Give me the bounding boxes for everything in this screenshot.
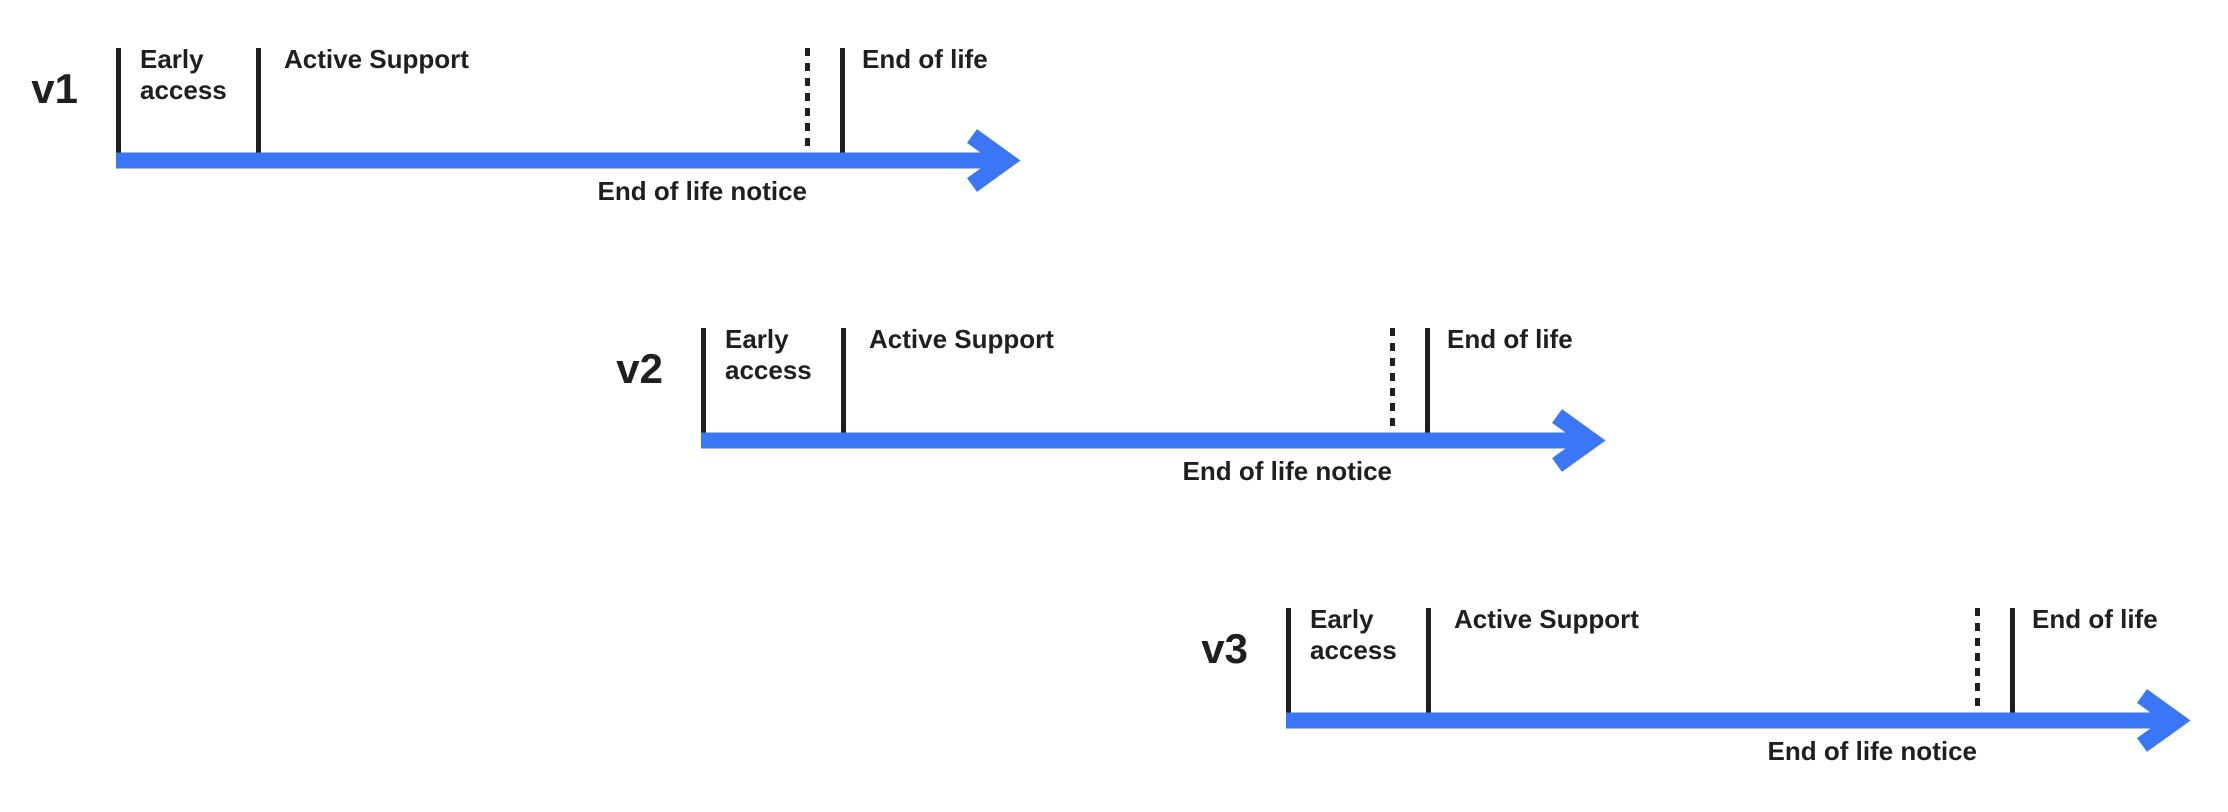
phase-tick-start <box>1286 608 1291 713</box>
phase-tick-eol <box>2010 608 2015 713</box>
early-access-label: Early access <box>140 44 227 105</box>
timeline-row-v3: v3 Early access Active Support End of li… <box>1170 560 2228 805</box>
end-of-life-label: End of life <box>2032 604 2158 634</box>
phase-tick-active-start <box>841 328 846 433</box>
early-access-label: Early access <box>725 324 812 385</box>
eol-notice-dashed-line <box>1975 608 1980 709</box>
phase-tick-active-start <box>1426 608 1431 713</box>
timeline-arrow-right-icon <box>116 129 1021 192</box>
active-support-label: Active Support <box>1454 604 1639 634</box>
phase-tick-start <box>116 48 121 153</box>
phase-tick-active-start <box>256 48 261 153</box>
active-support-label: Active Support <box>284 44 469 74</box>
end-of-life-notice-label: End of life notice <box>597 176 807 206</box>
phase-tick-start <box>701 328 706 433</box>
end-of-life-notice-label: End of life notice <box>1182 456 1392 486</box>
timeline-arrow-right-icon <box>1286 689 2191 752</box>
phase-tick-eol <box>1425 328 1430 433</box>
early-access-label: Early access <box>1310 604 1397 665</box>
phase-tick-eol <box>840 48 845 153</box>
end-of-life-notice-label: End of life notice <box>1767 736 1977 766</box>
timeline-row-v2: v2 Early access Active Support End of li… <box>585 280 1665 525</box>
timeline-arrow-right-icon <box>701 409 1606 472</box>
version-label: v2 <box>616 345 663 392</box>
active-support-label: Active Support <box>869 324 1054 354</box>
eol-notice-dashed-line <box>1390 328 1395 429</box>
version-label: v1 <box>31 65 78 112</box>
eol-notice-dashed-line <box>805 48 810 149</box>
timeline-row-v1: v1 Early access Active Support End of li… <box>0 0 1080 245</box>
end-of-life-label: End of life <box>1447 324 1573 354</box>
end-of-life-label: End of life <box>862 44 988 74</box>
version-label: v3 <box>1201 625 1248 672</box>
